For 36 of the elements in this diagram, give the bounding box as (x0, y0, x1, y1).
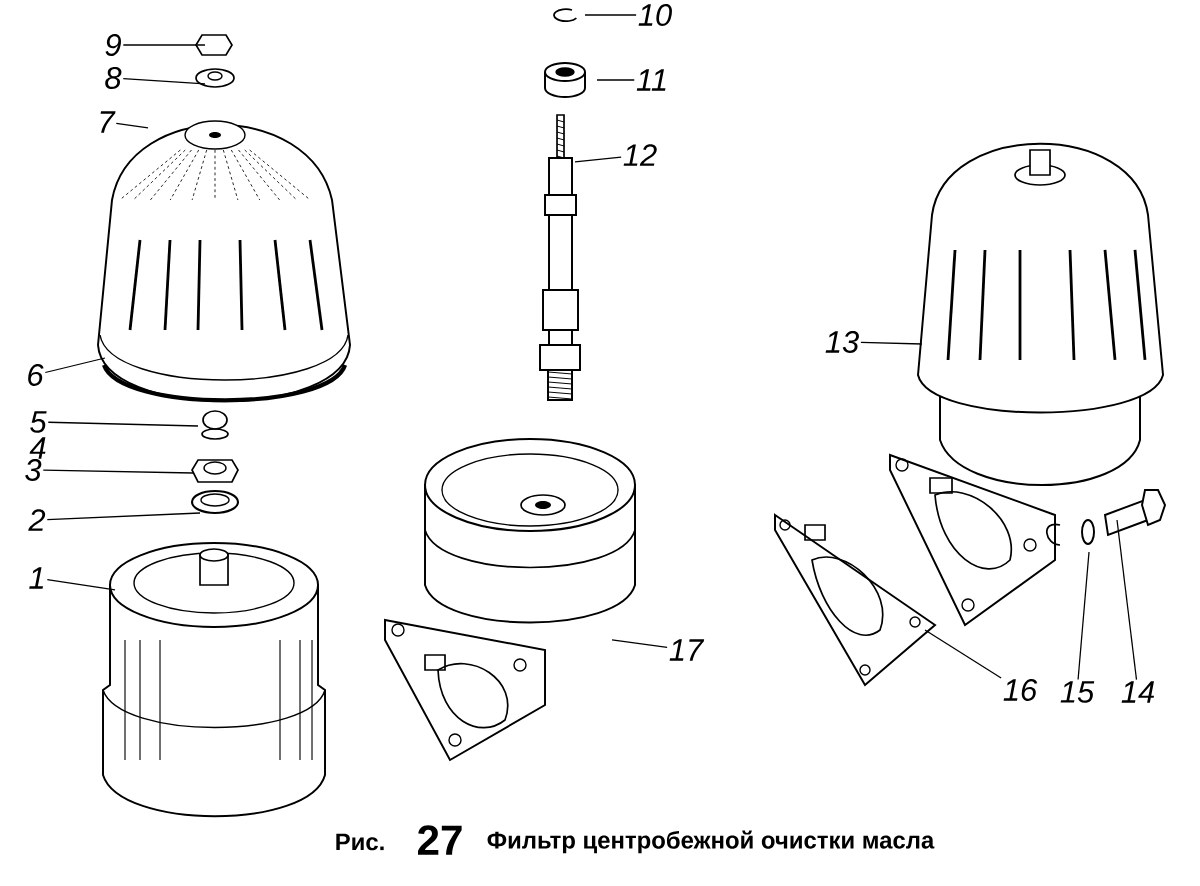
callout-number: 3 (25, 459, 42, 481)
callout-number: 17 (669, 639, 705, 661)
callout-number: 4 (29, 437, 46, 459)
callout-number: 11 (636, 69, 666, 91)
leader-line (42, 469, 194, 474)
callout-number: 16 (1003, 679, 1038, 701)
leader-line (122, 78, 206, 85)
leader-line (46, 512, 201, 521)
callout-number: 9 (105, 34, 121, 56)
callout-number: 2 (28, 509, 46, 531)
leader-line (122, 44, 206, 46)
callout-number: 8 (105, 67, 122, 89)
leader-line (574, 156, 622, 163)
leader-line (860, 341, 923, 345)
leader-line (584, 14, 637, 16)
callout-number: 14 (1121, 681, 1155, 703)
callout-number: 12 (623, 144, 657, 166)
figure-label: Рис. (336, 833, 384, 851)
leader-line (1077, 551, 1090, 681)
callout-number: 10 (638, 4, 672, 26)
leader-line (1116, 519, 1138, 681)
callout-number: 15 (1060, 681, 1095, 703)
leader-line (924, 629, 1002, 679)
leader-line (47, 421, 199, 427)
leader-line (115, 122, 149, 129)
callout-number: 1 (29, 567, 43, 589)
leader-line (611, 639, 668, 649)
leader-line (44, 357, 106, 374)
callout-number: 7 (100, 111, 116, 133)
callout-number: 5 (30, 411, 47, 433)
caption: Фильтр центробежной очистки масла (487, 830, 935, 854)
callout-number: 13 (825, 331, 859, 353)
figure-number: 27 (418, 825, 462, 855)
leader-line (46, 578, 116, 591)
callout-number: 6 (28, 364, 44, 386)
leader-line (596, 79, 635, 81)
